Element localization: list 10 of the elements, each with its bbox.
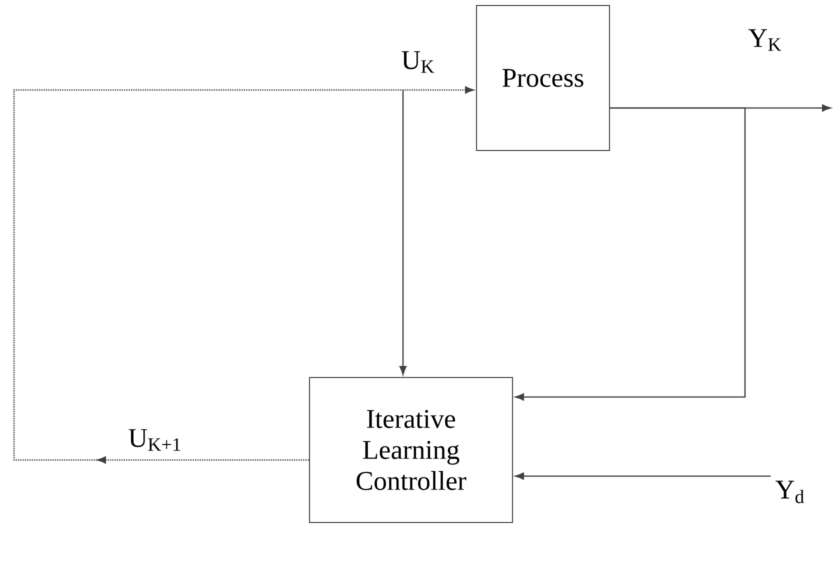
signal-label: U$_{K}$ [402, 51, 434, 73]
process-box: Process [476, 5, 610, 151]
signal-label: Y$_{d}$ [776, 480, 804, 504]
arrow [399, 90, 407, 375]
edge-label: U$_{K+1}$ [127, 428, 183, 452]
arrow [13, 86, 474, 464]
controller-box: Iterative Learning Controller [309, 377, 513, 523]
arrow [515, 472, 771, 480]
edge-label: Y$_{K}$ [747, 28, 783, 52]
arrow [515, 107, 746, 401]
